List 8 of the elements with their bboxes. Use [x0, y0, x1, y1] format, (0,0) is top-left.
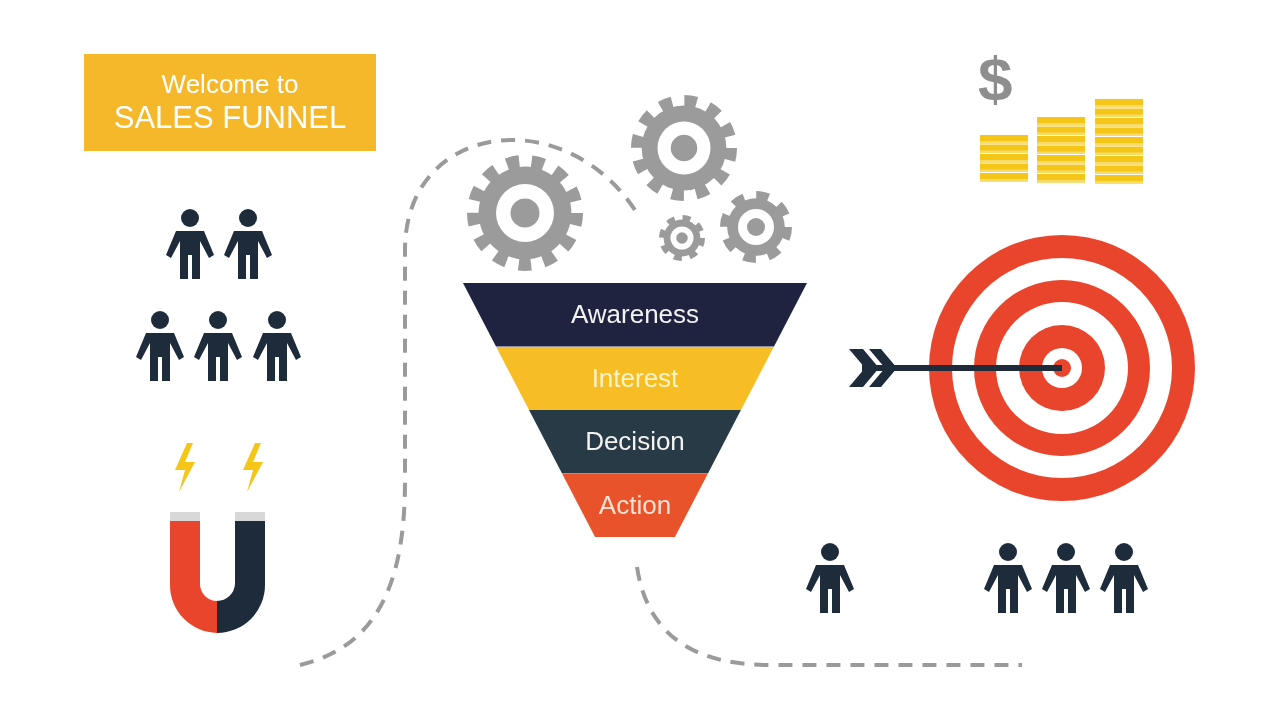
title-banner [84, 54, 376, 151]
stage-label: Awareness [570, 299, 700, 331]
stage-label: Decision [585, 426, 685, 458]
stage-label: Interest [591, 362, 679, 394]
dollar-sign: $ [978, 48, 1013, 110]
stage-label: Action [598, 489, 672, 521]
banner-heading: SALES FUNNEL [113, 99, 347, 136]
banner-text: Welcome to [161, 69, 299, 100]
